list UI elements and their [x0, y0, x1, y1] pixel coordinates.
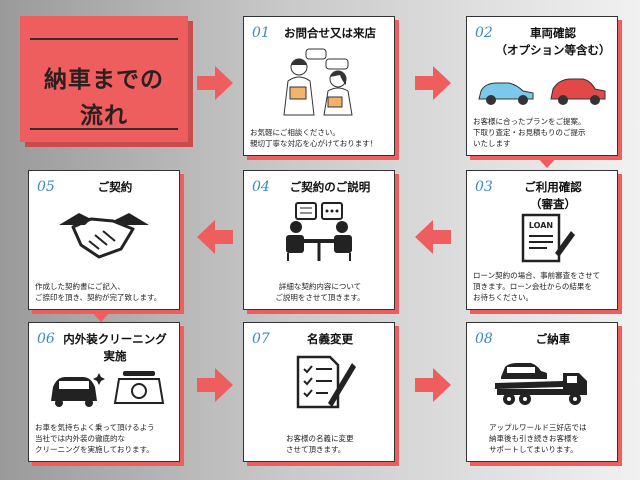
step-description-line: 当社では内外装の徹底的な — [35, 434, 125, 443]
title-line-1: 納車までの — [44, 67, 164, 93]
handshake-icon — [29, 205, 179, 259]
step-number: 06 — [37, 331, 55, 347]
step-description-line: 詳細な契約内容について — [278, 282, 362, 291]
step-heading: 車両確認 （オプション等含む） — [495, 26, 611, 57]
step-heading: ご利用確認 （審査） — [524, 180, 582, 211]
step-description-line: クリーニングを実施しております。 — [35, 445, 154, 454]
step-description-line: お待ちください。 — [473, 293, 533, 302]
title-box: 納車までの 流れ — [20, 16, 188, 142]
car-cleaning-icon — [29, 365, 179, 409]
step-heading: ご納車 — [535, 332, 571, 346]
step-description-line: お客様の名義に変更 — [286, 434, 354, 443]
step-heading: お問合せ又は来店 — [284, 26, 376, 40]
step-description-line: いたします — [473, 139, 511, 148]
step-description-line: 頂きます。ローン会社からの結果を — [473, 282, 592, 291]
step-description-line: アップルワールド三好店では — [489, 423, 587, 432]
step-heading: 内外装クリーニング 実施 — [63, 332, 167, 363]
step-card-01: 01 お問合せ又は来店 お気軽にご相談ください。 親切丁寧な対応を心がけておりま… — [243, 16, 395, 156]
step-description-line: お気軽にご相談ください。 — [250, 128, 340, 137]
step-description-line: ご捺印を頂き、契約が完了致します。 — [35, 293, 162, 302]
arrow-down-icon — [534, 154, 560, 168]
step-description: 作成した契約書にご記入、 ご捺印を頂き、契約が完了致します。 — [35, 281, 175, 303]
loan-document-icon: LOAN — [467, 211, 617, 263]
step-description-line: 下取り査定・お見積もりのご提示 — [473, 128, 586, 137]
tow-truck-icon — [467, 357, 617, 407]
step-card-02: 02 車両確認 （オプション等含む） お客様に合ったプランをご提案。 下取り査定… — [466, 16, 618, 156]
step-description-line: させて頂きます。 — [286, 445, 346, 454]
arrow-right-icon — [415, 66, 451, 100]
step-description: 詳細な契約内容について ご説明をさせて頂きます。 — [250, 281, 390, 303]
checklist-icon — [244, 353, 394, 409]
step-card-07: 07 名義変更 お客様の名義に変更 させて頂きます。 — [243, 322, 395, 462]
step-card-03: 03 ご利用確認 （審査） LOAN ローン契約の場合、事前審査をさせて 頂きま… — [466, 170, 618, 310]
step-card-05: 05 ご契約 作成した契約書にご記入、 ご捺印を頂き、契約が完了致します。 — [28, 170, 180, 310]
title-bottom-line — [30, 128, 178, 130]
consultation-icon — [244, 45, 394, 117]
step-number: 03 — [475, 179, 493, 195]
step-description-line: お車を気持ちよく乗って頂けるよう — [35, 423, 155, 432]
loan-label: LOAN — [529, 221, 553, 230]
step-number: 02 — [475, 25, 493, 41]
title-line-2: 流れ — [80, 103, 128, 129]
arrow-left-icon — [415, 220, 451, 254]
step-description-line: サポートしてまいります。 — [489, 445, 578, 454]
step-card-04: 04 ご契約のご説明 詳細な契約内容について ご説明をさせて頂きます。 — [243, 170, 395, 310]
step-description-line: 作成した契約書にご記入、 — [35, 282, 125, 291]
step-description-line: ローン契約の場合、事前審査をさせて — [473, 271, 601, 280]
arrow-down-icon — [88, 308, 114, 322]
step-number: 04 — [252, 179, 270, 195]
arrow-right-icon — [197, 368, 233, 402]
step-description: アップルワールド三好店では 納車後も引き続きお客様を サポートしてまいります。 — [489, 422, 613, 455]
arrow-left-icon — [197, 220, 233, 254]
step-description-line: 納車後も引き続きお客様を — [489, 434, 579, 443]
step-card-08: 08 ご納車 アップルワールド三好店では 納車後も引き続きお客様を サポートして… — [466, 322, 618, 462]
step-description: お車を気持ちよく乗って頂けるよう 当社では内外装の徹底的な クリーニングを実施し… — [35, 422, 175, 455]
step-number: 01 — [252, 25, 270, 41]
meeting-icon — [244, 199, 394, 263]
step-number: 05 — [37, 179, 55, 195]
step-heading: ご契約 — [97, 180, 133, 194]
step-description: お客様に合ったプランをご提案。 下取り査定・お見積もりのご提示 いたします — [473, 116, 613, 149]
arrow-right-icon — [415, 368, 451, 402]
step-description-line: ご説明をさせて頂きます。 — [275, 293, 365, 302]
title-top-line — [30, 38, 178, 40]
step-description: お客様の名義に変更 させて頂きます。 — [286, 433, 390, 455]
step-card-06: 06 内外装クリーニング 実施 お車を気持ちよく乗って頂けるよう 当社では内外装… — [28, 322, 180, 462]
arrow-right-icon — [197, 66, 233, 100]
step-description-line: お客様に合ったプランをご提案。 — [473, 117, 586, 126]
step-description: お気軽にご相談ください。 親切丁寧な対応を心がけております！ — [250, 127, 390, 149]
cars-icon — [467, 71, 617, 111]
step-description-line: 親切丁寧な対応を心がけております！ — [250, 139, 378, 148]
step-heading: 名義変更 — [307, 332, 353, 346]
step-number: 07 — [252, 331, 270, 347]
step-number: 08 — [475, 331, 493, 347]
step-description: ローン契約の場合、事前審査をさせて 頂きます。ローン会社からの結果を お待ちくだ… — [473, 270, 613, 303]
step-heading: ご契約のご説明 — [289, 180, 371, 194]
